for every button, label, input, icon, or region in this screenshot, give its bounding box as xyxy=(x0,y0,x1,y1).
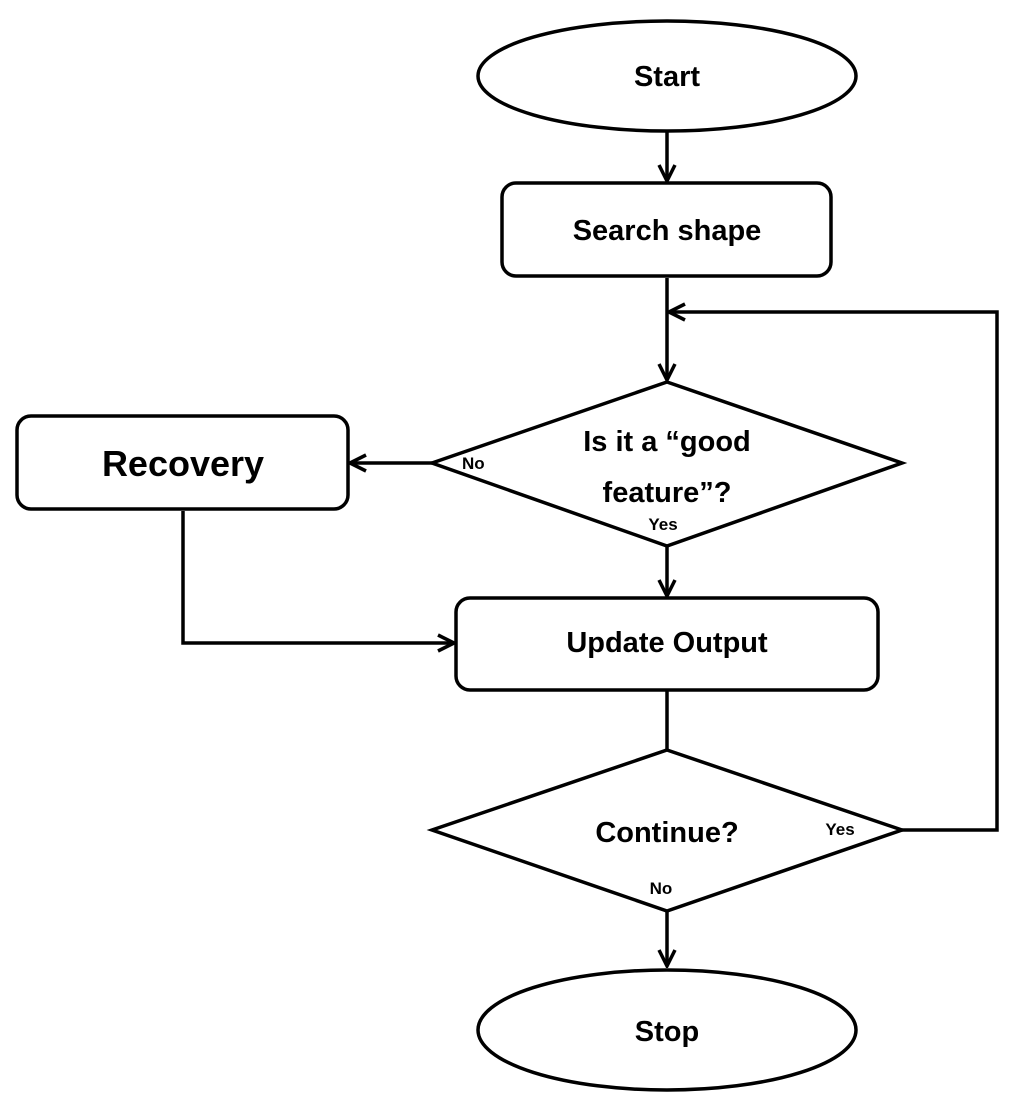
good-feature-decision xyxy=(426,380,908,548)
update-output-process xyxy=(454,596,880,692)
recovery-process xyxy=(15,414,350,511)
good-feature-label-line2: feature”? xyxy=(603,477,732,509)
continue-decision xyxy=(426,748,908,913)
edge-continue-yes-loop xyxy=(669,312,999,832)
start-label: Start xyxy=(634,61,700,93)
search-shape-label: Search shape xyxy=(573,215,762,247)
search-shape-process xyxy=(500,181,833,278)
continue-label: Continue? xyxy=(595,817,738,849)
stop-label: Stop xyxy=(635,1016,699,1048)
edge-recovery-to-update xyxy=(181,511,454,643)
stop-terminal xyxy=(476,968,858,1092)
recovery-label: Recovery xyxy=(102,443,264,484)
start-terminal xyxy=(476,19,858,133)
good-feature-no-label: No xyxy=(462,454,485,473)
update-output-label: Update Output xyxy=(566,627,768,659)
continue-no-label: No xyxy=(650,879,673,898)
continue-yes-label: Yes xyxy=(825,820,854,839)
good-feature-label-line1: Is it a “good xyxy=(583,426,751,458)
good-feature-yes-label: Yes xyxy=(648,515,677,534)
